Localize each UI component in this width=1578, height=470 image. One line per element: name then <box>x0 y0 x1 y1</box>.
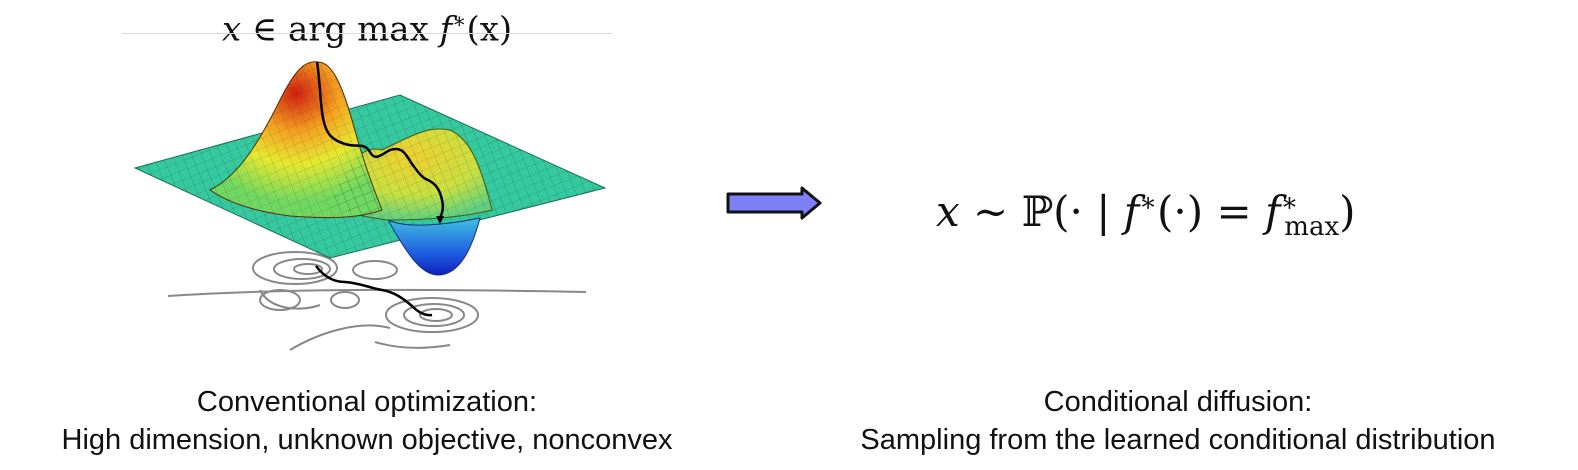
star-superscript: ∗ <box>1139 188 1157 218</box>
caption-subtitle: High dimension, unknown objective, nonco… <box>61 424 673 456</box>
surface-descent-path <box>315 61 445 219</box>
right-arrow-icon <box>726 186 822 220</box>
var-f: f <box>439 9 453 50</box>
caption-title: Conditional diffusion: <box>1043 386 1313 418</box>
max-subscript: max <box>1284 212 1340 243</box>
sim-probability: ∼ ℙ(· | <box>959 187 1124 236</box>
caption-subtitle: Sampling from the learned conditional di… <box>860 424 1496 456</box>
var-f-max: f <box>1265 187 1281 236</box>
var-f: f <box>1123 187 1140 236</box>
star-superscript-max: ∗ <box>1280 188 1299 218</box>
surface-trough <box>386 217 481 276</box>
caption-title: Conventional optimization: <box>196 386 538 418</box>
formula-close-paren: ) <box>1339 187 1356 236</box>
diffusion-caption: Conditional diffusion: Sampling from the… <box>798 383 1558 459</box>
formula-underline <box>122 33 612 34</box>
contour-lines <box>167 251 587 351</box>
var-x: x <box>222 9 242 50</box>
nonconvex-surface-illustration <box>133 61 607 351</box>
conditional-sampling-formula: x ∼ ℙ(· | f∗(·) = f∗max) <box>936 178 1356 252</box>
var-x: x <box>936 187 960 236</box>
argmax-operator: ∈ arg max <box>241 9 440 50</box>
contour-descent-path <box>315 265 433 317</box>
star-superscript: ∗ <box>452 8 467 33</box>
optimization-formula: x ∈ arg max f∗(x) <box>222 2 512 48</box>
formula-equals: (·) = <box>1157 187 1266 236</box>
formula-argument: (x) <box>466 9 513 50</box>
optimization-caption: Conventional optimization: High dimensio… <box>0 383 747 459</box>
